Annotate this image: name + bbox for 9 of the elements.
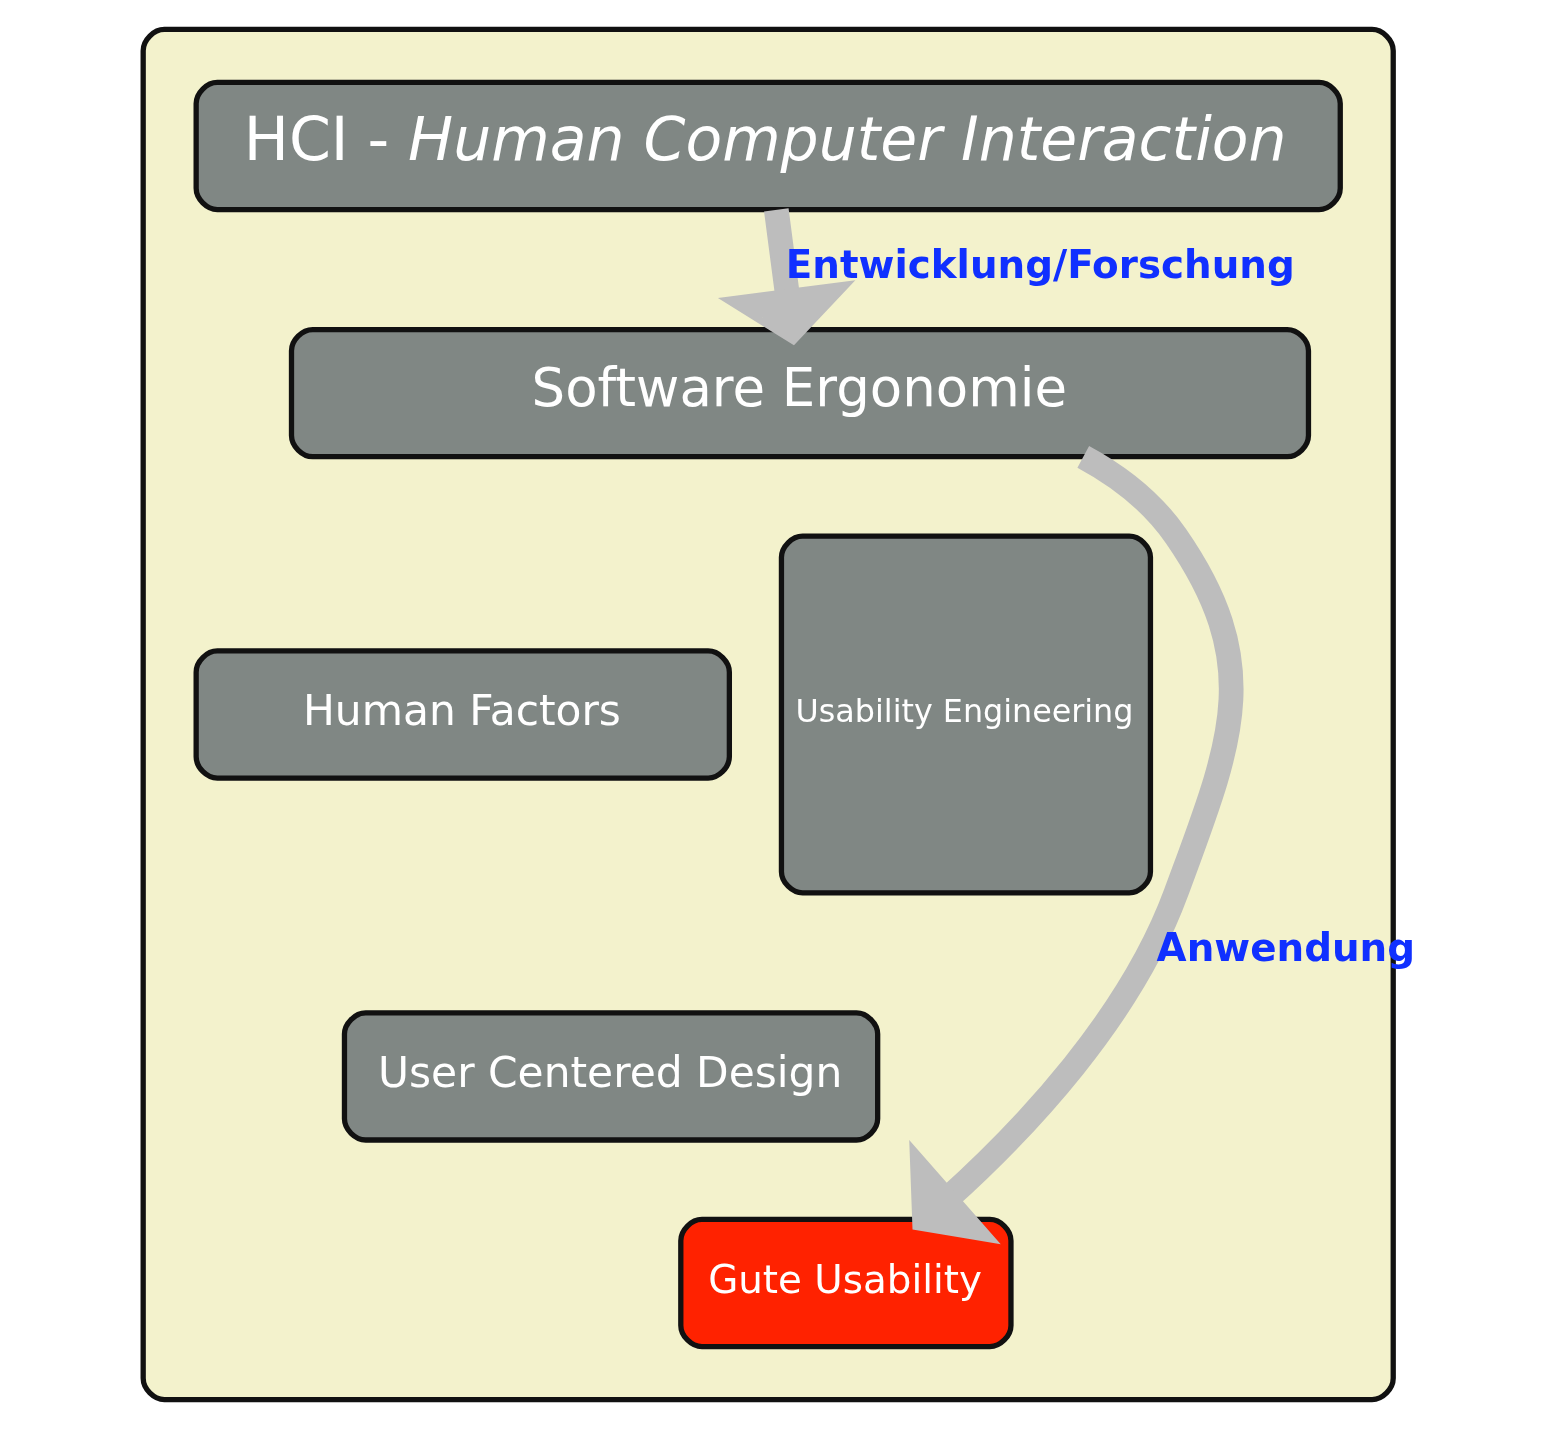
node-box: Usability Engineering <box>778 533 1154 896</box>
edge-label: Entwicklung/Forschung <box>785 241 1295 287</box>
node-box: Software Ergonomie <box>288 326 1312 460</box>
arrow <box>717 208 856 346</box>
node-box: Gute Usability <box>678 1216 1014 1350</box>
node-box: Human Factors <box>193 648 732 781</box>
node-box: HCI - Human Computer Interaction <box>193 79 1343 213</box>
arrow <box>909 445 1244 1245</box>
node-box: User Centered Design <box>341 1010 881 1143</box>
